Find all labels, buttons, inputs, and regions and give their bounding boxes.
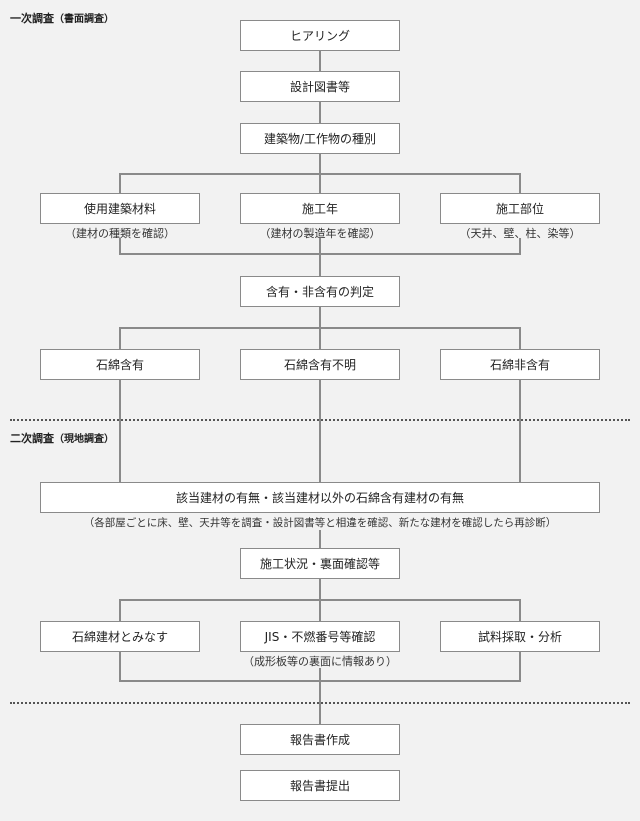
deemed-asbestos-box: 石綿建材とみなす	[40, 621, 200, 652]
report-create-box: 報告書作成	[240, 724, 400, 755]
first-survey-label: 一次調査（書面調査）	[10, 10, 114, 26]
first-survey-subtitle: （書面調査）	[54, 14, 114, 25]
second-survey-label: 二次調査（現地調査）	[10, 430, 114, 446]
jis-check-box: JIS・不燃番号等確認	[240, 621, 400, 652]
not-contains-box: 石綿非含有	[440, 349, 600, 380]
section-divider	[10, 702, 630, 704]
material-used-box: 使用建築材料	[40, 193, 200, 224]
second-survey-title: 二次調査	[10, 432, 54, 445]
section-divider	[10, 419, 630, 421]
presence-check-note: （各部屋ごとに床、壁、天井等を調査・設計図書等と相違を確認、新たな建材を確認した…	[83, 517, 557, 529]
presence-check-box: 該当建材の有無・該当建材以外の石綿含有建材の有無	[40, 482, 600, 513]
contains-box: 石綿含有	[40, 349, 200, 380]
unknown-box: 石綿含有不明	[240, 349, 400, 380]
first-survey-title: 一次調査	[10, 12, 54, 25]
building-type-box: 建築物/工作物の種別	[240, 123, 400, 154]
jis-check-note: （成形板等の裏面に情報あり）	[243, 655, 397, 668]
construction-year-box: 施工年	[240, 193, 400, 224]
sample-analysis-box: 試料採取・分析	[440, 621, 600, 652]
material-used-note: （建材の種類を確認）	[65, 227, 175, 240]
judgement-box: 含有・非含有の判定	[240, 276, 400, 307]
design-docs-box: 設計図書等	[240, 71, 400, 102]
second-survey-subtitle: （現地調査）	[54, 434, 114, 445]
hearing-box: ヒアリング	[240, 20, 400, 51]
construction-year-note: （建材の製造年を確認）	[259, 227, 381, 240]
status-check-box: 施工状況・裏面確認等	[240, 548, 400, 579]
construction-part-note: （天井、壁、柱、染等）	[459, 227, 581, 240]
report-submit-box: 報告書提出	[240, 770, 400, 801]
construction-part-box: 施工部位	[440, 193, 600, 224]
